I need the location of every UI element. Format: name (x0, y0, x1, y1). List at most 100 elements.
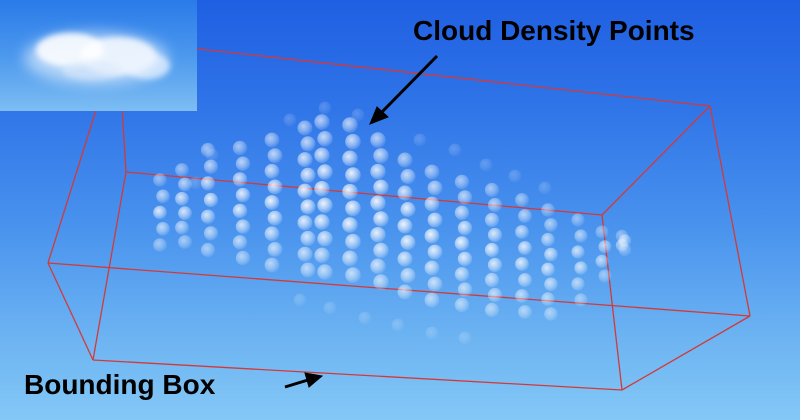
density-point (427, 212, 443, 228)
density-point (424, 164, 440, 180)
density-point (200, 176, 216, 191)
density-label-arrow (369, 54, 439, 125)
density-point (323, 301, 337, 315)
density-point (156, 189, 170, 204)
bounding-box-edge (92, 359, 623, 391)
density-point (427, 276, 443, 292)
density-point (595, 225, 609, 239)
density-point (178, 177, 192, 192)
density-point (487, 257, 503, 273)
density-point (544, 247, 558, 262)
density-points-label: Cloud Density Points (413, 15, 695, 46)
density-point (153, 238, 167, 252)
density-point (203, 226, 219, 241)
density-point (235, 219, 251, 234)
density-point (397, 284, 413, 300)
density-point (424, 228, 440, 244)
density-point (267, 148, 283, 164)
density-point (598, 269, 612, 283)
density-point (484, 182, 500, 198)
bounding-box-label-arrow (284, 372, 324, 389)
density-point (175, 191, 189, 206)
density-point (264, 195, 280, 210)
density-point (203, 159, 219, 174)
density-point (370, 195, 386, 211)
density-point (318, 101, 332, 115)
density-point (156, 222, 170, 236)
density-point (178, 235, 192, 249)
density-point (541, 262, 555, 277)
density-point (267, 242, 283, 257)
density-point (373, 179, 389, 195)
density-point (232, 172, 248, 187)
density-point (397, 218, 413, 234)
density-point (189, 176, 203, 190)
density-point (515, 257, 529, 271)
bounding-box-edge (709, 105, 751, 317)
density-point (293, 293, 307, 307)
density-point (400, 268, 416, 283)
density-point (314, 247, 330, 263)
density-point (200, 242, 216, 258)
density-point (370, 258, 386, 274)
density-point (351, 108, 365, 122)
density-point (300, 136, 316, 152)
density-point (297, 246, 313, 262)
density-point (264, 257, 280, 273)
density-point (264, 226, 280, 242)
density-point (358, 311, 372, 325)
density-point (267, 179, 283, 195)
density-point (345, 200, 361, 217)
density-point (300, 230, 316, 246)
density-point (454, 205, 470, 220)
density-point (178, 206, 192, 221)
density-point (175, 220, 189, 235)
density-point (297, 120, 313, 136)
density-point (457, 190, 473, 205)
density-point (515, 193, 529, 207)
density-point (427, 244, 443, 260)
density-point (400, 169, 416, 184)
density-point (300, 199, 316, 215)
density-point (264, 163, 280, 179)
density-point (454, 236, 470, 251)
density-point (314, 147, 330, 163)
density-points (153, 101, 632, 345)
density-point (457, 220, 473, 236)
density-point (235, 187, 251, 203)
density-point (544, 218, 558, 232)
density-point (153, 173, 167, 187)
density-point (541, 232, 555, 247)
density-point (518, 273, 532, 287)
density-point (345, 233, 361, 250)
density-point (574, 293, 588, 307)
density-point (574, 229, 588, 243)
bounding-box-edge (92, 171, 127, 361)
bounding-box-label: Bounding Box (24, 369, 216, 400)
density-point (342, 217, 358, 233)
density-point (484, 212, 500, 228)
density-point (283, 113, 297, 127)
density-point (487, 227, 503, 243)
density-point (314, 214, 330, 230)
density-point (544, 307, 558, 321)
density-point (153, 205, 167, 220)
density-point (598, 240, 612, 254)
density-point (544, 277, 558, 292)
density-point (487, 287, 503, 303)
density-point (345, 167, 361, 183)
density-point (541, 292, 555, 306)
density-point (300, 167, 316, 183)
density-point (267, 210, 283, 226)
density-point (317, 264, 333, 280)
density-point (297, 152, 313, 168)
density-point (425, 326, 439, 340)
bounding-box-edge (47, 262, 94, 361)
density-point (342, 117, 358, 133)
density-point (400, 202, 416, 217)
density-point (235, 156, 251, 171)
density-point (373, 148, 389, 164)
density-point (618, 243, 632, 257)
density-point (518, 305, 532, 319)
